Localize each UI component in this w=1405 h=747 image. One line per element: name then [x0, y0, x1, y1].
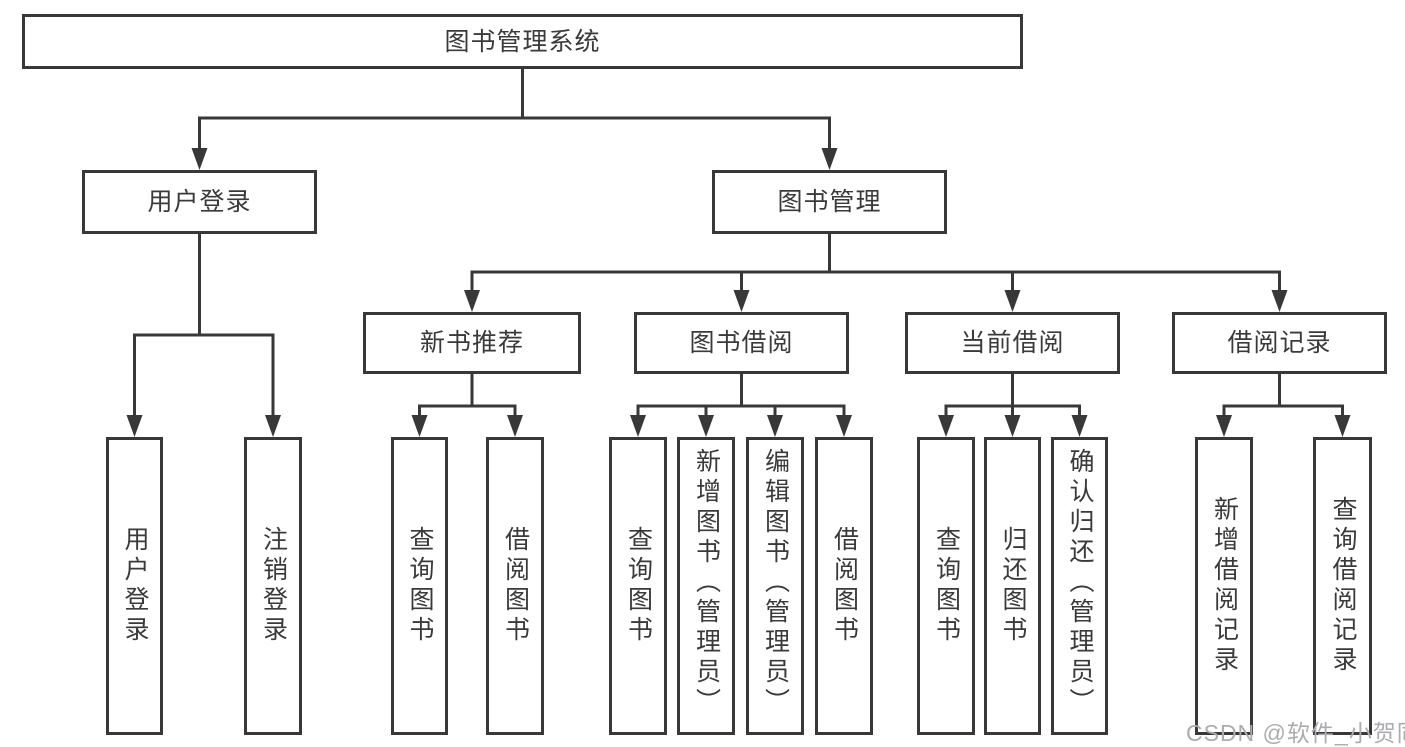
node-leaf-user-login: 用户登录	[106, 437, 163, 735]
node-leaf-borrow-book-1: 借阅图书	[486, 437, 544, 735]
node-leaf-add-book: 新增图书（管理员）	[677, 437, 735, 735]
arrowhead-icon	[507, 415, 523, 437]
arrowhead-icon	[464, 290, 480, 312]
node-leaf-query-book-2: 查询图书	[609, 437, 667, 735]
node-leaf-borrow-book-2: 借阅图书	[815, 437, 873, 735]
arrowhead-icon	[1334, 415, 1351, 437]
arrowhead-icon	[836, 415, 852, 437]
node-new-book-rec: 新书推荐	[363, 312, 581, 374]
node-leaf-add-borrow-record: 新增借阅记录	[1195, 437, 1253, 735]
arrowhead-icon	[767, 415, 783, 437]
node-current-borrow: 当前借阅	[905, 312, 1120, 374]
watermark: CSDN @软件_小贺同学	[1186, 720, 1405, 746]
arrowhead-icon	[698, 415, 714, 437]
arrowhead-icon	[411, 415, 428, 437]
arrowhead-icon	[126, 415, 143, 437]
node-book-mgmt: 图书管理	[712, 170, 947, 234]
arrowhead-icon	[191, 148, 208, 170]
node-book-borrow: 图书借阅	[634, 312, 849, 374]
arrowhead-icon	[938, 415, 954, 437]
arrowhead-icon	[1071, 415, 1088, 437]
node-borrow-record: 借阅记录	[1172, 312, 1387, 374]
node-leaf-edit-book: 编辑图书（管理员）	[746, 437, 804, 735]
arrowhead-icon	[630, 415, 646, 437]
node-root: 图书管理系统	[22, 14, 1023, 69]
arrowhead-icon	[1004, 415, 1021, 437]
node-leaf-return-book: 归还图书	[984, 437, 1041, 735]
node-leaf-query-book-1: 查询图书	[391, 437, 448, 735]
node-leaf-confirm-return: 确认归还（管理员）	[1051, 437, 1108, 735]
node-leaf-query-book-3: 查询图书	[917, 437, 975, 735]
node-leaf-query-borrow-record: 查询借阅记录	[1313, 437, 1372, 735]
arrowhead-icon	[1004, 290, 1021, 312]
arrowhead-icon	[733, 290, 750, 312]
node-user-login: 用户登录	[82, 170, 317, 234]
arrowhead-icon	[1271, 290, 1288, 312]
node-leaf-logout: 注销登录	[244, 437, 302, 735]
arrowhead-icon	[265, 415, 281, 437]
arrowhead-icon	[821, 148, 838, 170]
arrowhead-icon	[1216, 415, 1232, 437]
